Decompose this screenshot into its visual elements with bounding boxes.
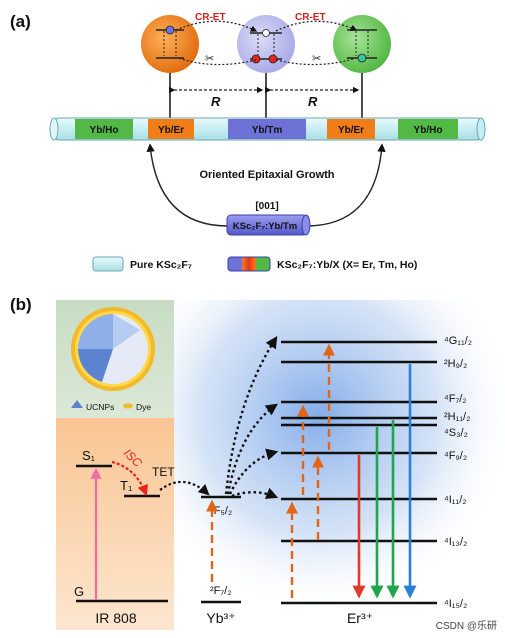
dye-g-label: G xyxy=(74,584,84,599)
er-label-4g11: ⁴G₁₁/₂ xyxy=(444,335,472,347)
tm-ion-circle-center xyxy=(237,15,295,73)
cr-et-arc-right xyxy=(275,20,358,32)
rod-label-er-right: Yb/Er xyxy=(338,125,364,136)
er-label-4f9: ⁴F₉/₂ xyxy=(444,450,467,462)
cr-et-arc-left xyxy=(175,20,258,32)
er-label-4i13: ⁴I₁₃/₂ xyxy=(444,536,467,548)
er-level-labels: ⁴G₁₁/₂ ²H₉/₂ ⁴F₇/₂ ²H₁₁/₂ ⁴S₃/₂ ⁴F₉/₂ ⁴I… xyxy=(444,335,472,610)
et-arrow-4f7 xyxy=(226,403,278,495)
ucnp-wedge-icon xyxy=(71,400,83,408)
core-label: KSc₂F₇:Yb/Tm xyxy=(233,221,298,232)
inset-legend: UCNPs Dye xyxy=(71,400,151,412)
tet-arrow xyxy=(159,480,210,496)
cr-back-arc-right xyxy=(275,57,357,66)
yb-name: Yb³⁺ xyxy=(206,610,235,626)
rod-label-ho-right: Yb/Ho xyxy=(414,125,443,136)
panel-a-label: (a) xyxy=(10,12,31,31)
legend-doped-label: KSc₂F₇:Yb/X (X= Er, Tm, Ho) xyxy=(277,259,417,271)
rod-label-ho-left: Yb/Ho xyxy=(90,125,119,136)
dye-ellipse-icon xyxy=(123,403,133,409)
er-ion-circle-left xyxy=(141,15,199,73)
er-label-4i11: ⁴I₁₁/₂ xyxy=(444,494,467,506)
core-rod: KSc₂F₇:Yb/Tm xyxy=(226,214,311,236)
legend-pure-swatch xyxy=(92,256,124,272)
ho-ion-circle-right xyxy=(333,15,391,73)
inset-dye-label: Dye xyxy=(136,402,151,412)
growth-arc-right xyxy=(305,143,386,227)
er-label-2h11: ²H₁₁/₂ xyxy=(444,411,470,423)
panel-b: (b) UCNPs Dye S₁ T₁ G IS xyxy=(10,295,500,630)
dye-s1-label: S₁ xyxy=(82,448,96,463)
et-arrow-4f9 xyxy=(228,448,279,495)
nanorod: Yb/Ho Yb/Er Yb/Tm Yb/Er Yb/Ho xyxy=(49,117,486,141)
legend: Pure KSc₂F₇ KSc₂F₇:Yb/X (X= Er, Tm, Ho) xyxy=(92,256,417,272)
cr-et-label-right: CR-ET xyxy=(295,12,326,23)
dye-name: IR 808 xyxy=(95,610,136,626)
inset-ucnp-label: UCNPs xyxy=(86,402,114,412)
ucnp-inset: UCNPs Dye xyxy=(56,300,174,418)
dye-background xyxy=(56,418,174,630)
watermark: CSDN @乐研 xyxy=(435,621,497,632)
rod-segment-ho-right xyxy=(398,119,458,139)
scissors-icon-left: ✂ xyxy=(205,53,214,65)
legend-pure-label: Pure KSc₂F₇ xyxy=(130,259,192,271)
panel-a: (a) xyxy=(10,12,486,272)
dye-t1-label: T₁ xyxy=(120,478,133,493)
rod-segment-er-left xyxy=(148,119,194,139)
core-direction-label: [001] xyxy=(255,201,278,212)
panel-b-label: (b) xyxy=(10,295,32,314)
rod-label-tm: Yb/Tm xyxy=(252,125,283,136)
rod-segment-ho-left xyxy=(75,119,133,139)
legend-doped-swatch xyxy=(227,256,271,272)
yb-upper-label: ²F₅/₂ xyxy=(210,505,232,517)
yb-lower-label: ²F₇/₂ xyxy=(210,585,232,597)
growth-label: Oriented Epitaxial Growth xyxy=(199,169,334,181)
cr-et-label-left: CR-ET xyxy=(195,12,226,23)
er-label-4f7: ⁴F₇/₂ xyxy=(444,393,467,405)
distance-label-left: R xyxy=(211,94,221,109)
rod-segment-er-right xyxy=(327,119,375,139)
er-label-2h9: ²H₉/₂ xyxy=(444,358,467,370)
rod-segment-tm xyxy=(228,119,306,139)
er-label-4i15: ⁴I₁₅/₂ xyxy=(444,598,467,610)
tet-label: TET xyxy=(152,465,175,479)
cr-back-arc-left xyxy=(177,57,257,66)
er-name: Er³⁺ xyxy=(347,610,373,626)
er-glow-background xyxy=(170,300,500,630)
rod-label-er-left: Yb/Er xyxy=(158,125,184,136)
growth-arc-left xyxy=(146,143,229,227)
et-arrow-4i11 xyxy=(231,487,279,499)
distance-label-right: R xyxy=(308,94,318,109)
scissors-icon-right: ✂ xyxy=(312,53,321,65)
er-label-4s3: ⁴S₃/₂ xyxy=(444,427,468,439)
